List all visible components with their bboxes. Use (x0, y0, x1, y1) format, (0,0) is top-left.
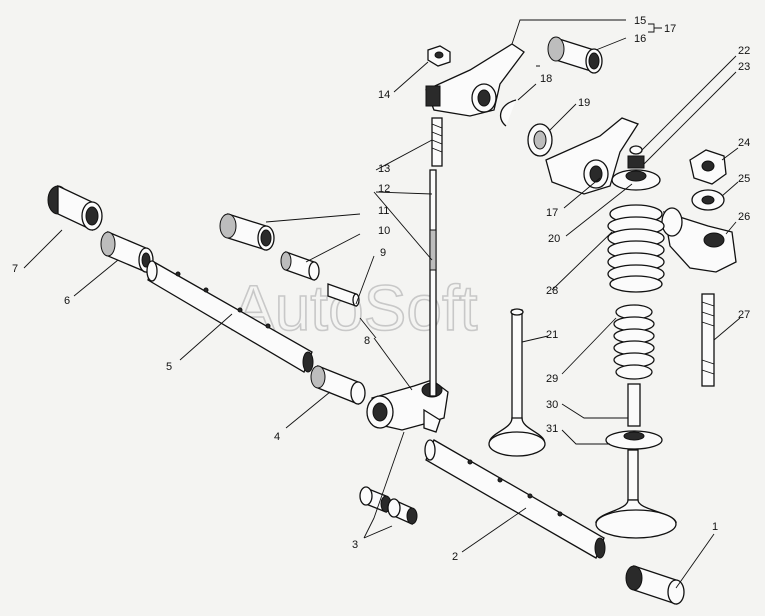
callout-12: 12 (378, 183, 390, 195)
part-2-shaft (424, 439, 606, 559)
part-8-rocker-arm (366, 379, 449, 433)
part-10-bushing (280, 251, 320, 281)
part-valve-right (595, 449, 677, 539)
callout-9: 9 (380, 247, 386, 259)
callout-10: 10 (378, 225, 390, 237)
leader-lines (23, 19, 741, 589)
part-4-bushing (310, 365, 366, 405)
callout-18: 18 (540, 73, 552, 85)
callout-27: 27 (738, 309, 750, 321)
callout-13: 13 (378, 163, 390, 175)
callout-3: 3 (352, 539, 358, 551)
part-9-pin (327, 283, 360, 307)
part-22-23-keepers (627, 145, 645, 169)
callout-8: 8 (364, 335, 370, 347)
part-28-outer-spring (607, 204, 665, 293)
callout-21: 21 (546, 329, 558, 341)
callout-28: 28 (546, 285, 558, 297)
callout-17-top: 17 (664, 23, 676, 35)
part-17-rocker-arm (545, 117, 639, 195)
callout-15: 15 (634, 15, 646, 27)
part-3-bushings (359, 486, 418, 526)
part-24-nut (689, 149, 727, 185)
part-26-bracket (661, 207, 737, 273)
callout-19: 19 (578, 97, 590, 109)
callout-2: 2 (452, 551, 458, 563)
part-15-rocker-arm (425, 43, 525, 117)
callout-25: 25 (738, 173, 750, 185)
callout-23: 23 (738, 61, 750, 73)
callout-labels: 1 2 3 4 5 6 7 8 9 10 11 12 13 14 15 16 1… (12, 15, 750, 563)
callout-6: 6 (64, 295, 70, 307)
part-6-bushing (100, 231, 154, 273)
callout-30: 30 (546, 399, 558, 411)
part-25-washer (691, 189, 725, 211)
callout-14: 14 (378, 89, 390, 101)
callout-26: 26 (738, 211, 750, 223)
callout-7: 7 (12, 263, 18, 275)
part-1-bushing (625, 565, 685, 605)
part-19-washer (527, 123, 553, 157)
callout-29: 29 (546, 373, 558, 385)
part-14-nut (427, 45, 451, 67)
callout-11: 11 (378, 205, 389, 217)
part-18-lock-ring (499, 99, 517, 127)
callout-16: 16 (634, 33, 646, 45)
part-30-31-valve-stem-seal (605, 383, 663, 450)
part-7-bushing (47, 184, 103, 232)
part-16-bushing (547, 36, 603, 74)
part-20-spring-cap (611, 169, 661, 191)
callout-1: 1 (712, 521, 718, 533)
callout-4: 4 (274, 431, 280, 443)
callout-5: 5 (166, 361, 172, 373)
part-5-shaft (146, 260, 314, 373)
part-21-valve (488, 308, 546, 457)
part-13-adjusting-screw (431, 117, 443, 167)
callout-22: 22 (738, 45, 750, 57)
callout-31: 31 (546, 423, 558, 435)
part-12-push-rod (429, 169, 437, 397)
callout-20: 20 (548, 233, 560, 245)
callout-17: 17 (546, 207, 558, 219)
part-29-inner-spring (613, 304, 655, 380)
callout-24: 24 (738, 137, 750, 149)
part-27-stud (701, 293, 715, 387)
part-11-bushing (219, 213, 275, 251)
